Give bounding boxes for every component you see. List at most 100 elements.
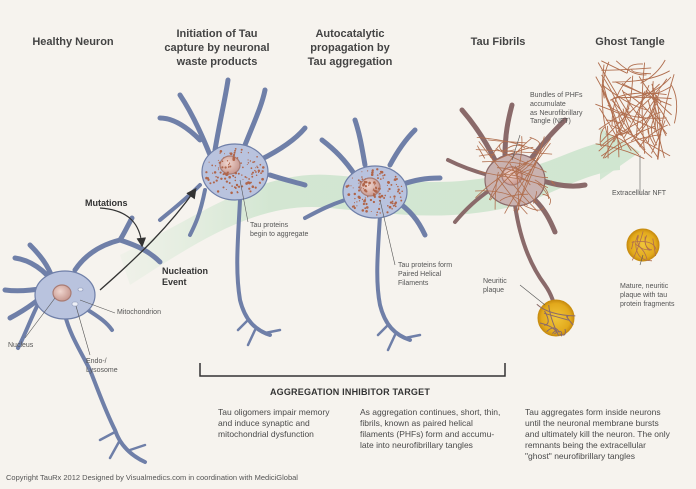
fibril-strand	[494, 171, 499, 210]
fibril-strand	[542, 193, 551, 206]
tau-particle	[260, 172, 263, 175]
fibril-strand	[601, 88, 620, 158]
fibril-strand	[510, 160, 529, 174]
fibril-strand	[488, 137, 532, 201]
tau-particle	[364, 179, 366, 181]
tau-particle	[362, 184, 365, 187]
tau-particle	[205, 176, 208, 180]
tau-phf-leader	[379, 199, 396, 266]
tau-particle	[209, 182, 212, 185]
tau-particle	[379, 178, 382, 180]
fibril-strand	[475, 157, 537, 199]
fibril-strand	[502, 144, 526, 153]
stage-title-initiation: Initiation of Tau capture by neuronal wa…	[164, 28, 270, 68]
copyright-footer: Copyright TauRx 2012 Designed by Visualm…	[6, 473, 298, 482]
tau-particle	[371, 171, 374, 174]
tau-particle	[226, 171, 229, 174]
fibril-strand	[478, 171, 525, 180]
tau-particle	[378, 207, 381, 211]
tau-particle	[242, 178, 244, 180]
tau-particle	[394, 201, 397, 204]
fibril-strand	[546, 327, 560, 333]
tau-particle	[228, 182, 231, 184]
target-bracket	[199, 363, 506, 377]
tau-particle	[229, 152, 233, 156]
tau-particle	[365, 202, 368, 206]
tau-particle	[217, 169, 219, 171]
mature-plaque-leader	[639, 254, 644, 266]
propagation-neuron	[303, 117, 443, 352]
fibril-strand	[627, 63, 643, 74]
fibril-strand	[515, 165, 520, 210]
tau-particle	[376, 168, 379, 171]
phf-bundles-leader	[511, 134, 521, 161]
tau-particle	[366, 170, 369, 172]
endo-lysosome-label: Endo-/ Lysosome	[86, 358, 118, 374]
tau-particle	[367, 196, 369, 198]
tau-particle	[219, 171, 222, 174]
tau-particle	[261, 170, 264, 173]
fibril-strand	[548, 305, 560, 337]
tau-particle	[382, 175, 384, 177]
fibril-strand	[657, 74, 675, 160]
fibril-strand	[496, 167, 529, 177]
tau-particle	[370, 210, 372, 213]
tau-particle	[384, 194, 387, 197]
tau-particle	[229, 165, 232, 168]
tau-particle	[372, 189, 375, 191]
tau-particle	[368, 184, 370, 186]
tau-particle	[364, 178, 366, 180]
tau-particle	[351, 205, 354, 208]
tau-particle	[254, 169, 256, 172]
tau-particle	[217, 159, 219, 161]
tau-particle	[259, 182, 262, 184]
tau-particle	[224, 177, 227, 180]
fibril-strand	[605, 119, 623, 124]
tau-particle	[358, 186, 361, 189]
tau-particle	[376, 174, 379, 176]
tau-particle	[377, 177, 379, 180]
fibril-strand	[615, 60, 647, 76]
tau-particle	[242, 166, 244, 169]
tau-particle	[225, 173, 229, 176]
fibril-strand	[544, 310, 549, 326]
fibril-strand	[529, 136, 540, 146]
tau-particle	[400, 185, 403, 188]
tau-particle	[233, 186, 236, 189]
fibril-strand	[647, 128, 656, 147]
tau-particle	[240, 151, 243, 154]
aggregation-inhibitor-target-label: AGGREGATION INHIBITOR TARGET	[269, 387, 431, 397]
tau-particle	[364, 197, 367, 199]
healthy-neuron	[2, 215, 163, 464]
tau-particle	[389, 196, 392, 198]
tau-particle	[245, 182, 248, 185]
fibril-strand	[641, 62, 646, 154]
tau-particle	[215, 176, 217, 178]
neuritic-plaque-leader	[519, 284, 546, 306]
fibril-strand	[652, 108, 662, 122]
fibril-strand	[656, 116, 665, 159]
nucleus-leader	[24, 297, 56, 339]
nucleus-label: Nucleus	[8, 342, 34, 349]
neuritic-plaque-label: Neuritic plaque	[483, 278, 507, 294]
fibril-strand	[475, 190, 528, 206]
tau-particle	[364, 198, 367, 202]
tau-particle	[358, 182, 360, 184]
tau-particle	[221, 160, 224, 163]
tau-particle	[232, 156, 236, 160]
tau-particle	[362, 188, 365, 190]
tau-particle	[251, 175, 254, 178]
fibril-strand	[499, 144, 515, 152]
tau-particle	[236, 157, 239, 159]
tau-particle	[353, 206, 356, 210]
tau-particle	[386, 184, 388, 186]
tau-particle	[237, 185, 241, 188]
tau-particle	[212, 172, 214, 174]
lysosome-leader	[75, 305, 91, 356]
fibril-strand	[517, 138, 552, 213]
stage-title-fibrils: Tau Fibrils	[470, 36, 526, 48]
tau-particle	[353, 202, 356, 204]
fibril-strand	[477, 145, 486, 159]
tau-particle	[366, 206, 369, 209]
